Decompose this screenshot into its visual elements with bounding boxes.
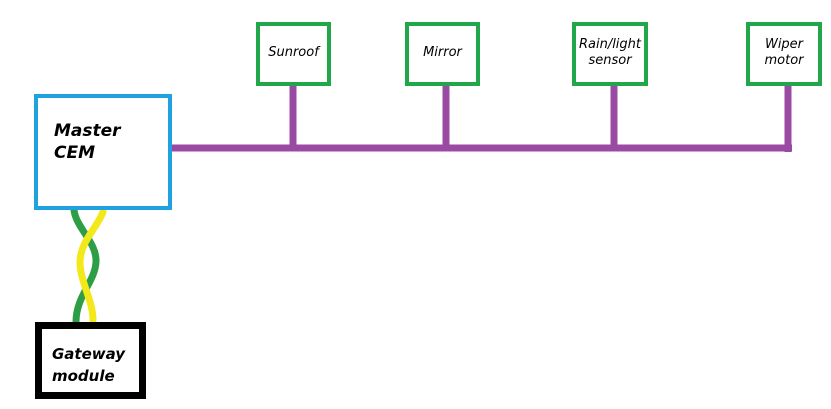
gateway-module-label: Gateway module (52, 345, 126, 385)
master-cem-box: Master CEM (34, 94, 172, 210)
wiper-motor-label: Wiper motor (764, 37, 804, 68)
sunroof-node: Sunroof (256, 22, 331, 86)
twisted-pair-wire-yellow (76, 208, 107, 324)
sunroof-label: Sunroof (268, 45, 319, 60)
rain-light-sensor-label: Rain/light sensor (578, 37, 642, 68)
rain-light-sensor-node: Rain/light sensor (572, 22, 648, 86)
wiper-motor-node: Wiper motor (746, 22, 822, 86)
mirror-node: Mirror (405, 22, 480, 86)
twisted-pair-wire-green (70, 206, 100, 326)
master-cem-label: Master CEM (54, 121, 121, 163)
gateway-module-box: Gateway module (35, 322, 146, 399)
mirror-label: Mirror (423, 45, 462, 60)
